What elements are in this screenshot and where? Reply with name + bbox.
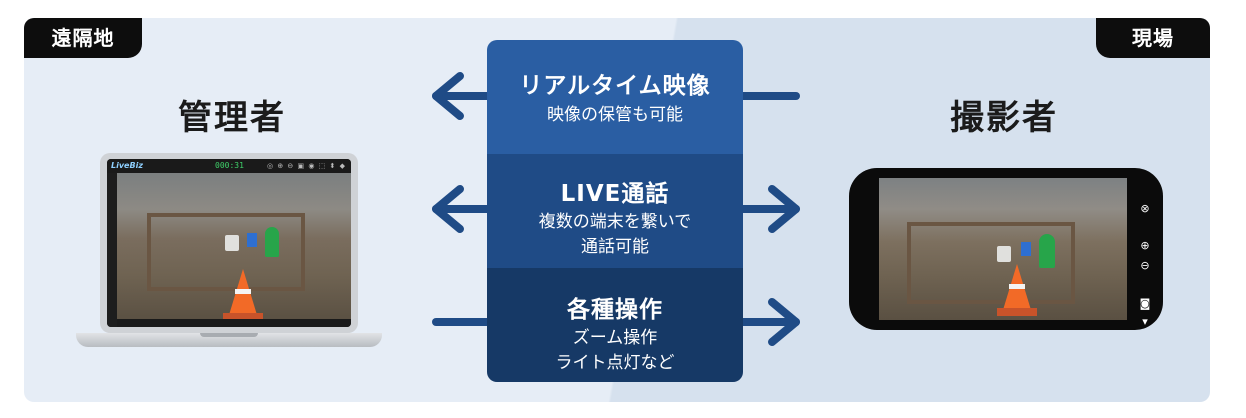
laptop: LiveBiz 000:31 ◎ ⊕ ⊖ ▣ ◉ ⬚ ⬍ ◆ ≡ ⚙ bbox=[100, 153, 358, 333]
zoom-in-icon[interactable]: ⊕ bbox=[1140, 239, 1150, 252]
remote-location-tag: 遠隔地 bbox=[24, 18, 142, 58]
camera-icon[interactable]: ◙ bbox=[1139, 297, 1151, 310]
flashlight-icon[interactable]: ▾ bbox=[1142, 315, 1148, 328]
app-toolbar: LiveBiz 000:31 ◎ ⊕ ⊖ ▣ ◉ ⬚ ⬍ ◆ ≡ ⚙ bbox=[107, 159, 351, 184]
diagram-panel: 遠隔地 現場 管理者 撮影者 bbox=[24, 18, 1210, 402]
smartphone: ⊗ ⊕ ⊖ ◙ ▾ bbox=[849, 168, 1163, 330]
arrow-right-call-icon bbox=[739, 185, 800, 233]
feature-title: LIVE通話 bbox=[560, 181, 670, 207]
feature-live-call: LIVE通話 複数の端末を繋いで 通話可能 bbox=[487, 154, 743, 268]
feature-title: リアルタイム映像 bbox=[519, 73, 711, 99]
admin-label: 管理者 bbox=[178, 98, 286, 138]
arrow-left-video-icon bbox=[432, 72, 800, 120]
camera-feed bbox=[117, 173, 351, 319]
laptop-notch bbox=[200, 333, 258, 337]
laptop-screen: LiveBiz 000:31 ◎ ⊕ ⊖ ▣ ◉ ⬚ ⬍ ◆ ≡ ⚙ bbox=[107, 159, 351, 327]
feature-subtitle: 複数の端末を繋いで bbox=[538, 212, 692, 232]
feature-subtitle: 通話可能 bbox=[581, 237, 649, 257]
feature-subtitle: ライト点灯など bbox=[555, 353, 675, 373]
green-tank bbox=[265, 227, 279, 257]
cone-stripe bbox=[235, 289, 251, 294]
feature-operations: 各種操作 ズーム操作 ライト点灯など bbox=[487, 268, 743, 382]
blue-box bbox=[1021, 242, 1031, 256]
feature-title: 各種操作 bbox=[567, 297, 663, 323]
onsite-location-tag: 現場 bbox=[1096, 18, 1210, 58]
zoom-out-icon[interactable]: ⊖ bbox=[1140, 259, 1150, 272]
bucket bbox=[997, 246, 1011, 262]
call-timer: 000:31 bbox=[215, 161, 244, 170]
feature-subtitle: 映像の保管も可能 bbox=[547, 105, 683, 125]
photographer-label: 撮影者 bbox=[950, 98, 1058, 138]
feature-subtitle: ズーム操作 bbox=[572, 328, 658, 348]
cone-base bbox=[223, 313, 263, 319]
arrow-right-ops-icon bbox=[432, 298, 800, 346]
bucket bbox=[225, 235, 239, 251]
close-icon[interactable]: ⊗ bbox=[1140, 202, 1150, 215]
app-statusbar bbox=[117, 319, 351, 327]
feature-realtime-video: リアルタイム映像 映像の保管も可能 bbox=[487, 40, 743, 154]
camera-feed bbox=[879, 178, 1127, 320]
cone-stripe bbox=[1009, 284, 1025, 289]
arrow-left-call-icon bbox=[432, 185, 491, 233]
app-sidebar bbox=[107, 173, 117, 327]
flow-arrows bbox=[432, 72, 800, 346]
wood-frame bbox=[907, 222, 1075, 304]
feature-box: リアルタイム映像 映像の保管も可能 LIVE通話 複数の端末を繋いで 通話可能 … bbox=[487, 40, 743, 382]
cone-base bbox=[997, 308, 1037, 316]
green-tank bbox=[1039, 234, 1055, 268]
wood-frame bbox=[147, 213, 305, 291]
blue-box bbox=[247, 233, 257, 247]
app-logo: LiveBiz bbox=[111, 161, 143, 170]
laptop-base bbox=[76, 333, 382, 347]
phone-screen bbox=[879, 178, 1127, 320]
